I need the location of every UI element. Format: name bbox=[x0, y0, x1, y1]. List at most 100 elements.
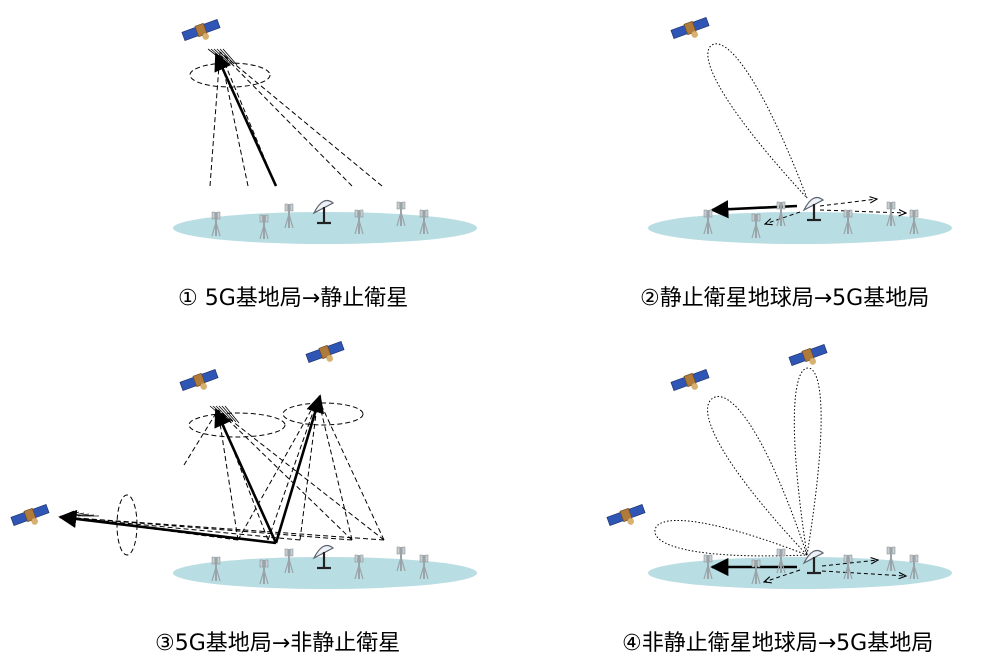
panel-2-geo-satellite bbox=[670, 17, 710, 39]
panel-4-sidelobe-beam-b bbox=[793, 367, 822, 556]
tower-legs bbox=[396, 209, 406, 227]
tower-legs bbox=[354, 562, 364, 580]
panel-3-base-station bbox=[396, 546, 406, 572]
panel-3-arrowhead-fan bbox=[209, 405, 225, 419]
panel-3-arrowhead-fan bbox=[215, 405, 231, 421]
tower-antenna bbox=[709, 209, 713, 218]
panel-3-interference-path-b bbox=[317, 397, 353, 541]
tower-antenna bbox=[396, 201, 400, 210]
panel-2-base-station bbox=[703, 209, 713, 235]
tower-antenna bbox=[909, 554, 913, 563]
tower-antenna bbox=[419, 554, 423, 563]
satellite-antenna bbox=[627, 518, 635, 525]
tower-antenna bbox=[217, 556, 221, 565]
panel-2-earth-station bbox=[802, 197, 825, 222]
panel-4-interference-path bbox=[821, 570, 906, 576]
panel-1-arrowhead-fan bbox=[213, 48, 229, 63]
tower-legs bbox=[354, 217, 364, 235]
tower-antenna bbox=[265, 214, 269, 223]
panel-3-arrowhead-fan bbox=[69, 512, 85, 517]
panel-4-base-station bbox=[843, 554, 853, 580]
panel-1-arrowhead-fan bbox=[219, 48, 235, 65]
satellite-antenna bbox=[691, 383, 699, 390]
dish-reflector bbox=[802, 550, 825, 565]
panel-4-ngso-satellite-b bbox=[788, 344, 828, 366]
panel-2-base-station bbox=[776, 201, 786, 227]
tower-legs bbox=[703, 562, 713, 580]
tower-antenna bbox=[211, 556, 215, 565]
tower-legs bbox=[751, 567, 761, 585]
tower-antenna bbox=[703, 554, 707, 563]
tower-antenna bbox=[751, 559, 755, 568]
tower-antenna bbox=[849, 209, 853, 218]
panel-3-arrowhead-fan bbox=[77, 514, 95, 517]
tower-antenna bbox=[915, 209, 919, 218]
tower-legs bbox=[259, 222, 269, 240]
panel-1-caption: ① 5G基地局→静止衛星 bbox=[178, 286, 409, 311]
panel-1-interference-path bbox=[219, 51, 383, 187]
tower-antenna bbox=[703, 209, 707, 218]
tower-antenna bbox=[892, 546, 896, 555]
tower-antenna bbox=[259, 559, 263, 568]
panel-4-caption: ④非静止衛星地球局→5G基地局 bbox=[622, 631, 934, 656]
tower-legs bbox=[284, 211, 294, 229]
satellite-antenna bbox=[691, 31, 699, 38]
panel-2-base-station bbox=[751, 213, 761, 239]
panel-3-arrowhead-fan bbox=[224, 405, 240, 424]
panel-3-footprint-a bbox=[188, 412, 286, 438]
panel-3-arrowhead-fan bbox=[212, 405, 228, 420]
panel-4-earth-station bbox=[802, 550, 825, 575]
tower-antenna bbox=[886, 201, 890, 210]
tower-legs bbox=[703, 217, 713, 235]
panel-1-geo-satellite bbox=[181, 19, 221, 41]
panel-3-interference-path-b bbox=[317, 397, 385, 541]
panel-3-caption: ③5G基地局→非静止衛星 bbox=[155, 631, 401, 656]
panel-3-earth-station bbox=[312, 545, 335, 570]
panel-3-arrowhead-fan bbox=[65, 511, 80, 517]
tower-antenna bbox=[782, 548, 786, 557]
panel-4-base-station bbox=[751, 559, 761, 585]
panel-1-arrowhead-fan bbox=[210, 48, 226, 62]
panel-1-earth-station bbox=[312, 200, 335, 225]
tower-legs bbox=[419, 217, 429, 235]
panel-3-interference-path-a bbox=[183, 409, 219, 466]
panel-4-interference-path bbox=[764, 569, 801, 582]
satellite-antenna bbox=[202, 33, 210, 40]
panel-3-interference-path-b bbox=[267, 397, 319, 541]
panel-4-ngso-satellite-a bbox=[670, 369, 710, 391]
panel-2-base-station bbox=[886, 201, 896, 227]
panel-3-base-station bbox=[354, 554, 364, 580]
tower-antenna bbox=[751, 213, 755, 222]
tower-legs bbox=[843, 562, 853, 580]
panel-3-arrowhead-fan bbox=[218, 405, 234, 422]
tower-antenna bbox=[419, 209, 423, 218]
panel-3-base-station bbox=[259, 559, 269, 585]
tower-antenna bbox=[396, 546, 400, 555]
panel-3-interference-path-b bbox=[237, 397, 319, 541]
panel-1-arrowhead-fan bbox=[222, 48, 238, 66]
panel-3-arrowhead-fan bbox=[61, 510, 75, 517]
tower-antenna bbox=[757, 213, 761, 222]
panel-4-sidelobe-beam-a bbox=[707, 396, 808, 556]
tower-antenna bbox=[843, 554, 847, 563]
panel-3-interference-path-a bbox=[217, 409, 353, 541]
tower-legs bbox=[776, 209, 786, 227]
panel-1-main-beam bbox=[214, 52, 278, 187]
tower-legs bbox=[259, 567, 269, 585]
panel-3-main-beam-b bbox=[274, 394, 325, 544]
panel-3-interference-path-a bbox=[217, 409, 385, 541]
tower-legs bbox=[886, 209, 896, 227]
tower-legs bbox=[751, 221, 761, 239]
panel-3-ngso-satellite-a bbox=[179, 369, 219, 391]
tower-legs bbox=[843, 217, 853, 235]
satellite-antenna bbox=[809, 358, 817, 365]
panel-1-base-station bbox=[419, 209, 429, 235]
panel-3-interference-path-c bbox=[61, 516, 385, 541]
tower-antenna bbox=[290, 203, 294, 212]
tower-antenna bbox=[402, 546, 406, 555]
panel-3-interference-path-c bbox=[61, 516, 353, 541]
dish-reflector bbox=[802, 197, 825, 212]
panel-1-base-station bbox=[354, 209, 364, 235]
panel-1-base-station bbox=[284, 203, 294, 229]
